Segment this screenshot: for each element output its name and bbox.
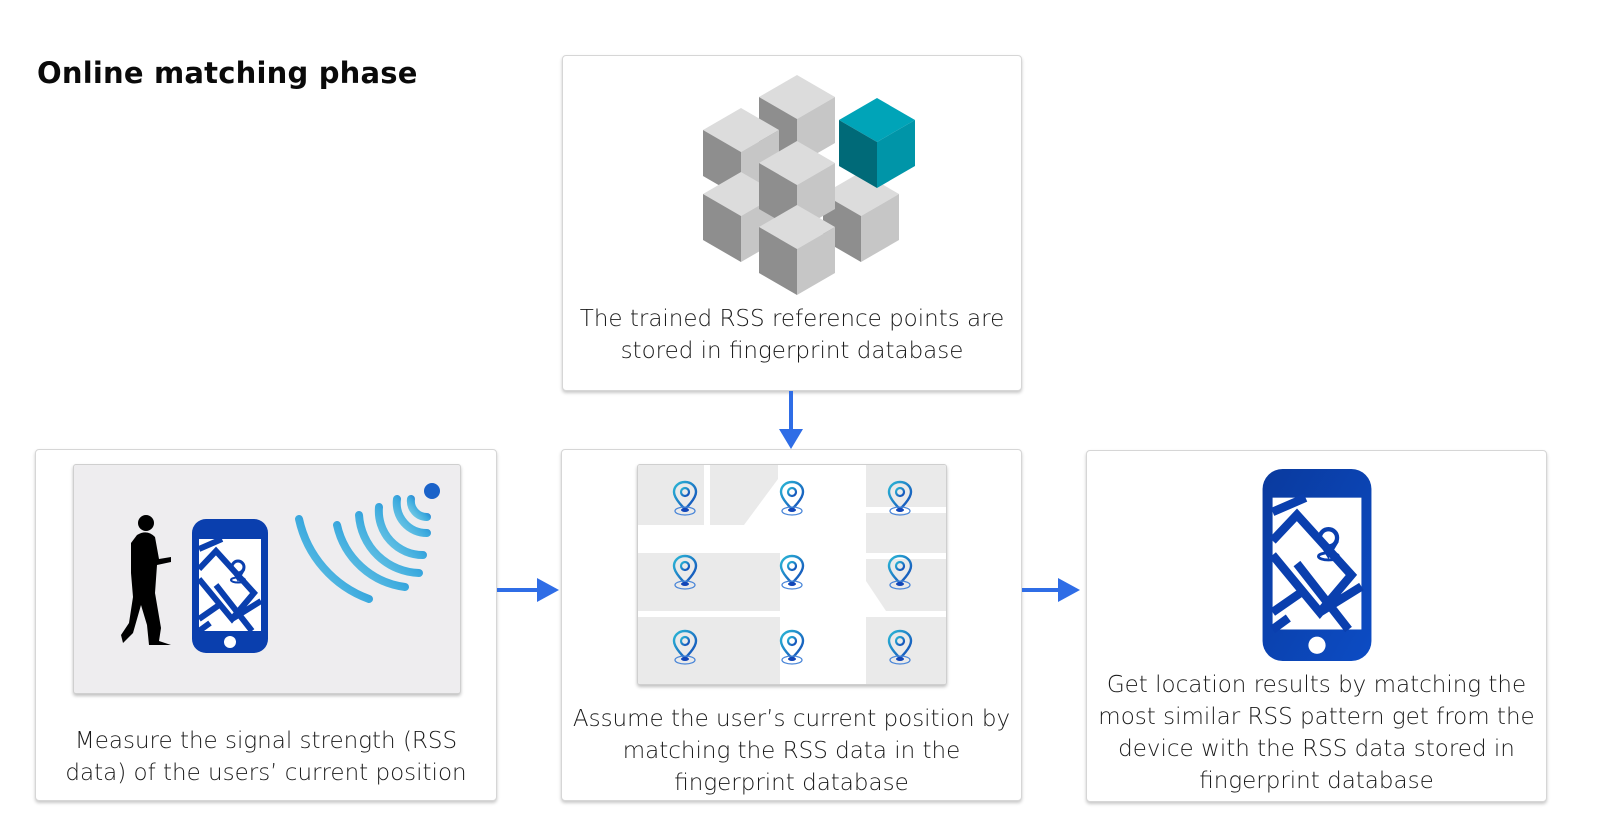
diagram-title: Online matching phase — [37, 56, 418, 90]
reference-point-pin-icon — [778, 628, 806, 668]
reference-point-pin-icon — [671, 553, 699, 593]
reference-point-pin-icon — [671, 628, 699, 668]
cubes-database-icon — [703, 75, 915, 295]
measure-caption-line2: data) of the users’ current position — [65, 760, 467, 786]
floorplan-illustration — [637, 464, 947, 685]
reference-point-pin-icon — [886, 628, 914, 668]
result-caption-line1: Get location results by matching the — [1106, 672, 1527, 698]
result-caption-line3: device with the RSS data stored in — [1118, 736, 1515, 762]
assume-caption-line2: matching the RSS data in the — [622, 738, 961, 764]
reference-point-pin-icon — [671, 479, 699, 519]
assume-caption-line3: fingerprint database — [674, 770, 909, 796]
result-caption-line2: most similar RSS pattern get from the — [1098, 704, 1535, 730]
measure-caption-line1: Measure the signal strength (RSS — [74, 728, 458, 754]
measure-card: Measure the signal strength (RSS data) o… — [35, 449, 497, 801]
database-caption-line2: stored in fingerprint database — [620, 338, 964, 364]
arrow-down-icon — [779, 391, 803, 449]
reference-point-pin-icon — [886, 553, 914, 593]
wifi-signal-icon — [295, 483, 440, 603]
reference-point-pin-icon — [778, 553, 806, 593]
result-card: Get location results by matching the mos… — [1086, 450, 1547, 802]
phone-map-location-icon — [1262, 469, 1372, 661]
result-caption-line4: fingerprint database — [1199, 768, 1434, 794]
measure-illustration — [73, 464, 461, 694]
assume-card: Assume the user’s current position by ma… — [561, 449, 1022, 801]
phone-map-icon — [192, 519, 268, 653]
arrow-right-icon — [497, 578, 559, 602]
assume-caption-line1: Assume the user’s current position by — [572, 706, 1011, 732]
database-caption-line1: The trained RSS reference points are — [579, 306, 1005, 332]
database-card: The trained RSS reference points are sto… — [562, 55, 1022, 391]
reference-point-pin-icon — [778, 479, 806, 519]
reference-point-pin-icon — [886, 479, 914, 519]
walking-user-icon — [121, 515, 171, 645]
floorplan-reference-points-icon — [638, 465, 946, 684]
arrow-right-icon — [1022, 578, 1080, 602]
